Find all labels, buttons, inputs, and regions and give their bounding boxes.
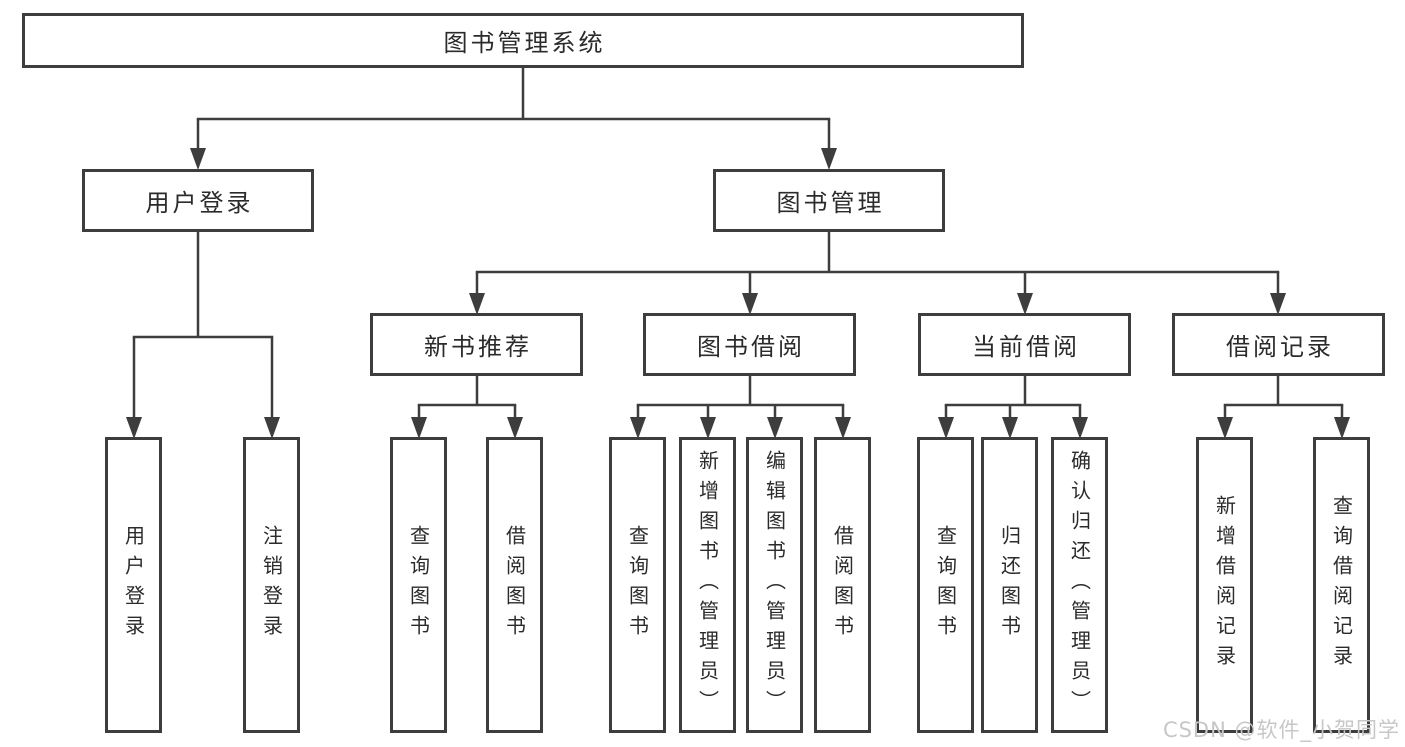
leaf-recommend-borrow-books: 借阅图书 bbox=[486, 437, 543, 733]
leaf-add-borrow-record: 新增借阅记录 bbox=[1196, 437, 1253, 733]
leaf-recommend-query-books-label: 查询图书 bbox=[406, 525, 431, 645]
leaf-logout: 注销登录 bbox=[243, 437, 300, 733]
node-new-book-recommend: 新书推荐 bbox=[370, 313, 583, 376]
node-user-login: 用户登录 bbox=[82, 169, 314, 232]
leaf-recommend-query-books: 查询图书 bbox=[390, 437, 447, 733]
node-book-management: 图书管理 bbox=[713, 169, 945, 232]
leaf-query-borrow-record: 查询借阅记录 bbox=[1313, 437, 1370, 733]
leaf-borrow-books: 借阅图书 bbox=[814, 437, 871, 733]
leaf-add-books-admin: 新增图书（管理员） bbox=[679, 437, 736, 733]
node-book-borrow: 图书借阅 bbox=[643, 313, 856, 376]
node-borrow-records: 借阅记录 bbox=[1172, 313, 1385, 376]
node-borrow-records-label: 借阅记录 bbox=[1226, 333, 1334, 361]
leaf-query-borrow-record-label: 查询借阅记录 bbox=[1329, 495, 1354, 675]
leaf-return-books: 归还图书 bbox=[981, 437, 1038, 733]
leaf-logout-label: 注销登录 bbox=[259, 525, 284, 645]
leaf-confirm-return-admin-label: 确认归还（管理员） bbox=[1067, 450, 1092, 720]
leaf-recommend-borrow-books-label: 借阅图书 bbox=[502, 525, 527, 645]
node-new-book-recommend-label: 新书推荐 bbox=[424, 333, 532, 361]
watermark: CSDN @软件_小贺同学 bbox=[1162, 718, 1400, 742]
leaf-edit-books-admin: 编辑图书（管理员） bbox=[746, 437, 803, 733]
leaf-edit-books-admin-label: 编辑图书（管理员） bbox=[762, 450, 787, 720]
node-user-login-label: 用户登录 bbox=[145, 189, 254, 217]
leaf-return-books-label: 归还图书 bbox=[997, 525, 1022, 645]
node-current-borrow-label: 当前借阅 bbox=[972, 333, 1080, 361]
node-book-borrow-label: 图书借阅 bbox=[697, 333, 805, 361]
node-root: 图书管理系统 bbox=[22, 13, 1024, 68]
leaf-add-borrow-record-label: 新增借阅记录 bbox=[1212, 495, 1237, 675]
leaf-add-books-admin-label: 新增图书（管理员） bbox=[695, 450, 720, 720]
leaf-borrow-books-label: 借阅图书 bbox=[830, 525, 855, 645]
leaf-confirm-return-admin: 确认归还（管理员） bbox=[1051, 437, 1108, 733]
node-root-label: 图书管理系统 bbox=[443, 29, 606, 57]
leaf-user-login: 用户登录 bbox=[105, 437, 162, 733]
leaf-current-query-books-label: 查询图书 bbox=[933, 525, 958, 645]
leaf-borrow-query-books-label: 查询图书 bbox=[625, 525, 650, 645]
node-current-borrow: 当前借阅 bbox=[918, 313, 1131, 376]
leaf-current-query-books: 查询图书 bbox=[917, 437, 974, 733]
leaf-borrow-query-books: 查询图书 bbox=[609, 437, 666, 733]
node-book-management-label: 图书管理 bbox=[776, 189, 885, 217]
leaf-user-login-label: 用户登录 bbox=[121, 525, 146, 645]
